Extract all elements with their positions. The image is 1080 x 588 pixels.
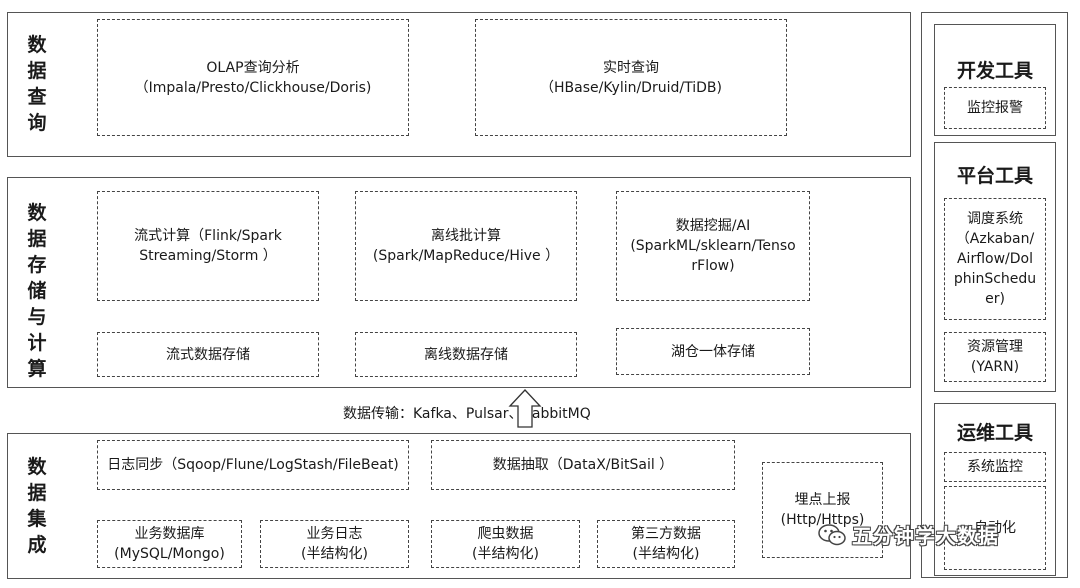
platform-tools-title: 平台工具 <box>956 165 1033 187</box>
data-mining-box: 数据挖掘/AI (SparkML/sklearn/Tenso rFlow) <box>616 191 810 301</box>
data-extract-box: 数据抽取（DataX/BitSail ） <box>431 440 735 490</box>
dev-tools-title: 开发工具 <box>956 60 1033 82</box>
data-integration-title: 数 据 集 成 <box>27 456 47 556</box>
ops-tools-panel: 运维工具 <box>934 403 1056 576</box>
ops-tools-title: 运维工具 <box>956 422 1033 444</box>
log-sync-box: 日志同步（Sqoop/Flune/LogStash/FileBeat) <box>97 440 409 490</box>
batch-storage-box: 离线数据存储 <box>355 332 577 377</box>
olap-query-box: OLAP查询分析 （Impala/Presto/Clickhouse/Doris… <box>97 19 409 136</box>
dev-tools-panel: 开发工具 <box>934 24 1056 136</box>
data-transfer-label: 数据传输：Kafka、Pulsar、RabbitMQ <box>343 406 591 422</box>
stream-storage-box: 流式数据存储 <box>97 332 319 377</box>
platform-tools-panel: 平台工具 <box>934 142 1056 392</box>
lakehouse-storage-box: 湖仓一体存储 <box>616 328 810 375</box>
data-integration-layer <box>7 433 911 579</box>
watermark: 五分钟学大数据 <box>818 520 999 549</box>
stream-compute-box: 流式计算（Flink/Spark Streaming/Storm ） <box>97 191 319 301</box>
monitor-alert-box: 监控报警 <box>944 87 1046 129</box>
wechat-icon <box>818 523 846 545</box>
data-query-title: 数 据 查 询 <box>27 34 47 134</box>
system-monitor-box: 系统监控 <box>944 452 1046 482</box>
data-query-layer <box>7 12 911 157</box>
third-party-data-box: 第三方数据 (半结构化) <box>597 520 735 568</box>
crawler-data-box: 爬虫数据 (半结构化) <box>431 520 580 568</box>
business-db-box: 业务数据库 (MySQL/Mongo) <box>97 520 242 568</box>
resource-manager-box: 资源管理 (YARN) <box>944 332 1046 382</box>
watermark-text: 五分钟学大数据 <box>852 524 999 548</box>
business-log-box: 业务日志 (半结构化) <box>260 520 409 568</box>
automation-box: 自动化 <box>944 486 1046 570</box>
batch-compute-box: 离线批计算 (Spark/MapReduce/Hive ） <box>355 191 577 301</box>
scheduler-box: 调度系统 （Azkaban/ Airflow/Dol phinSchedu er… <box>944 198 1046 320</box>
up-arrow-icon <box>508 389 542 428</box>
storage-compute-title: 数 据 存 储 与 计 算 <box>27 202 47 380</box>
storage-compute-layer <box>7 177 911 388</box>
tracking-report-box: 埋点上报 (Http/Https) <box>762 462 883 558</box>
realtime-query-box: 实时查询 （HBase/Kylin/Druid/TiDB) <box>475 19 787 136</box>
